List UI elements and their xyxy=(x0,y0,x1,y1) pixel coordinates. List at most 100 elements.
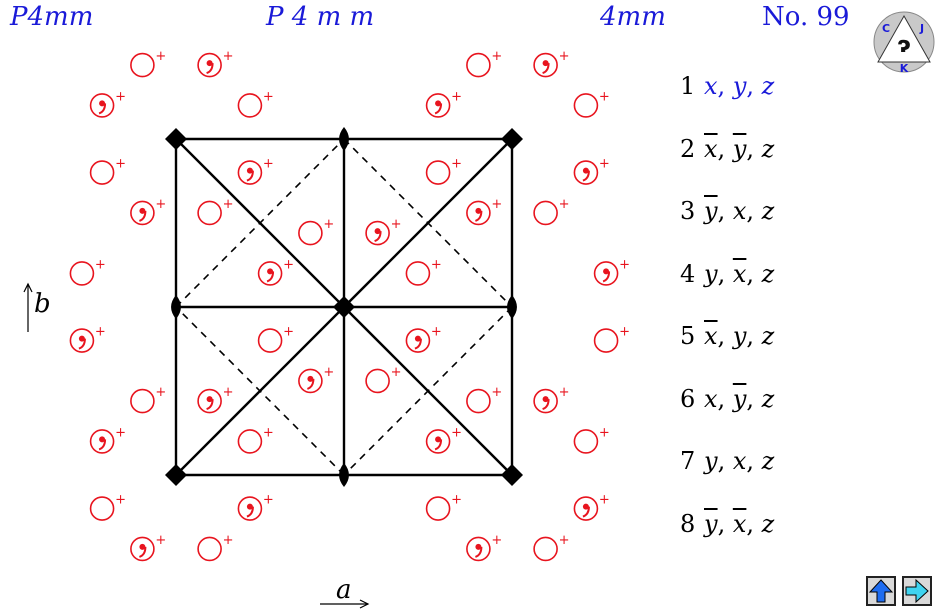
position-comma-tail xyxy=(374,231,382,243)
position-circle xyxy=(197,536,222,562)
position-number: 4 xyxy=(680,259,696,288)
position-comma-tail xyxy=(246,506,254,518)
position-sign: + xyxy=(115,493,126,508)
position-comma-dot xyxy=(435,436,442,443)
position-comma-dot xyxy=(78,335,85,342)
position-comma-tail xyxy=(307,378,315,390)
fourfold-axis-symbol xyxy=(501,464,523,486)
position-sign: + xyxy=(559,197,570,212)
position-circle xyxy=(298,368,323,394)
position-comma-tail xyxy=(434,439,443,451)
position-comma-dot xyxy=(582,167,589,174)
twofold-axis-symbol xyxy=(339,463,349,487)
position-comma-dot xyxy=(206,396,213,403)
position-comma-dot xyxy=(435,100,442,107)
position-comma-tail xyxy=(98,103,107,115)
position-comma-tail xyxy=(434,103,443,115)
axis-a-label: a xyxy=(336,575,352,605)
svg-text:ɂ: ɂ xyxy=(897,33,911,58)
position-circle xyxy=(69,328,95,353)
position-circle xyxy=(130,200,155,226)
position-circle xyxy=(237,429,263,454)
position-sign: + xyxy=(451,157,462,172)
position-comma-dot xyxy=(246,167,253,174)
position-sign: + xyxy=(155,533,166,548)
twofold-axis-symbol xyxy=(171,295,181,319)
position-comma-dot xyxy=(267,268,274,275)
svg-text:K: K xyxy=(900,62,909,74)
position-comma-dot xyxy=(99,436,106,443)
nav-next-button[interactable] xyxy=(902,576,932,606)
position-comma-dot xyxy=(475,543,482,550)
position-circle xyxy=(365,220,390,246)
symmetry-elements xyxy=(165,127,523,487)
position-circle xyxy=(130,52,155,78)
position-sign: + xyxy=(451,425,462,440)
position-sign: + xyxy=(263,89,274,104)
position-circle xyxy=(466,200,491,226)
position-comma-dot xyxy=(603,268,610,275)
position-coordinates: y, x, z xyxy=(704,447,775,475)
point-group: 4mm xyxy=(600,2,666,32)
position-comma-tail xyxy=(602,271,611,283)
position-comma-tail xyxy=(206,63,214,75)
position-comma-dot xyxy=(542,60,549,67)
position-sign: + xyxy=(431,257,442,272)
position-circle xyxy=(573,93,599,118)
position-circle xyxy=(425,496,451,521)
position-circle xyxy=(405,261,431,286)
position-coordinates: x, y, z xyxy=(704,322,775,350)
position-comma-dot xyxy=(139,207,146,214)
position-sign: + xyxy=(559,385,570,400)
position-comma-tail xyxy=(582,170,590,182)
position-circle xyxy=(425,160,451,185)
position-sign: + xyxy=(115,89,126,104)
short-symbol: P4mm xyxy=(10,2,94,32)
position-number: 2 xyxy=(680,134,696,163)
position-circle xyxy=(130,388,155,414)
position-circle xyxy=(425,429,451,454)
axis-b: b xyxy=(23,282,51,332)
position-sign: + xyxy=(323,217,334,232)
space-group-number: No. 99 xyxy=(762,2,850,32)
position-sign: + xyxy=(223,385,234,400)
twofold-axis-symbol xyxy=(507,295,517,319)
position-comma-dot xyxy=(206,60,213,67)
position-comma-tail xyxy=(139,546,147,558)
position-circle xyxy=(573,429,599,454)
coordinate-row: 4 y, x, z xyxy=(680,260,774,288)
position-sign: + xyxy=(155,385,166,400)
position-circle xyxy=(533,536,558,562)
position-circle xyxy=(89,160,115,185)
position-comma-tail xyxy=(475,546,483,558)
position-number: 6 xyxy=(680,384,696,413)
position-comma-tail xyxy=(542,63,550,75)
position-circle xyxy=(533,52,558,78)
fourfold-axis-symbol xyxy=(501,128,523,150)
axis-b-label: b xyxy=(34,289,51,319)
position-circle xyxy=(365,368,390,394)
position-number: 3 xyxy=(680,197,696,225)
position-comma-dot xyxy=(246,503,253,510)
twofold-axis-symbol xyxy=(339,127,349,151)
position-sign: + xyxy=(115,425,126,440)
position-comma-dot xyxy=(307,375,314,382)
position-sign: + xyxy=(263,157,274,172)
position-sign: + xyxy=(491,49,502,64)
glide-line xyxy=(175,138,345,308)
position-sign: + xyxy=(283,257,294,272)
position-coordinates: x, y, z xyxy=(704,384,775,413)
nav-up-button[interactable] xyxy=(866,576,896,606)
position-sign: + xyxy=(599,493,610,508)
position-number: 1 xyxy=(680,72,696,100)
position-sign: + xyxy=(283,325,294,340)
position-coordinates: y, x, z xyxy=(704,259,775,288)
position-circle xyxy=(573,496,599,521)
position-comma-tail xyxy=(98,439,107,451)
position-circle xyxy=(197,200,222,226)
glide-line xyxy=(175,306,345,476)
position-sign: + xyxy=(223,533,234,548)
